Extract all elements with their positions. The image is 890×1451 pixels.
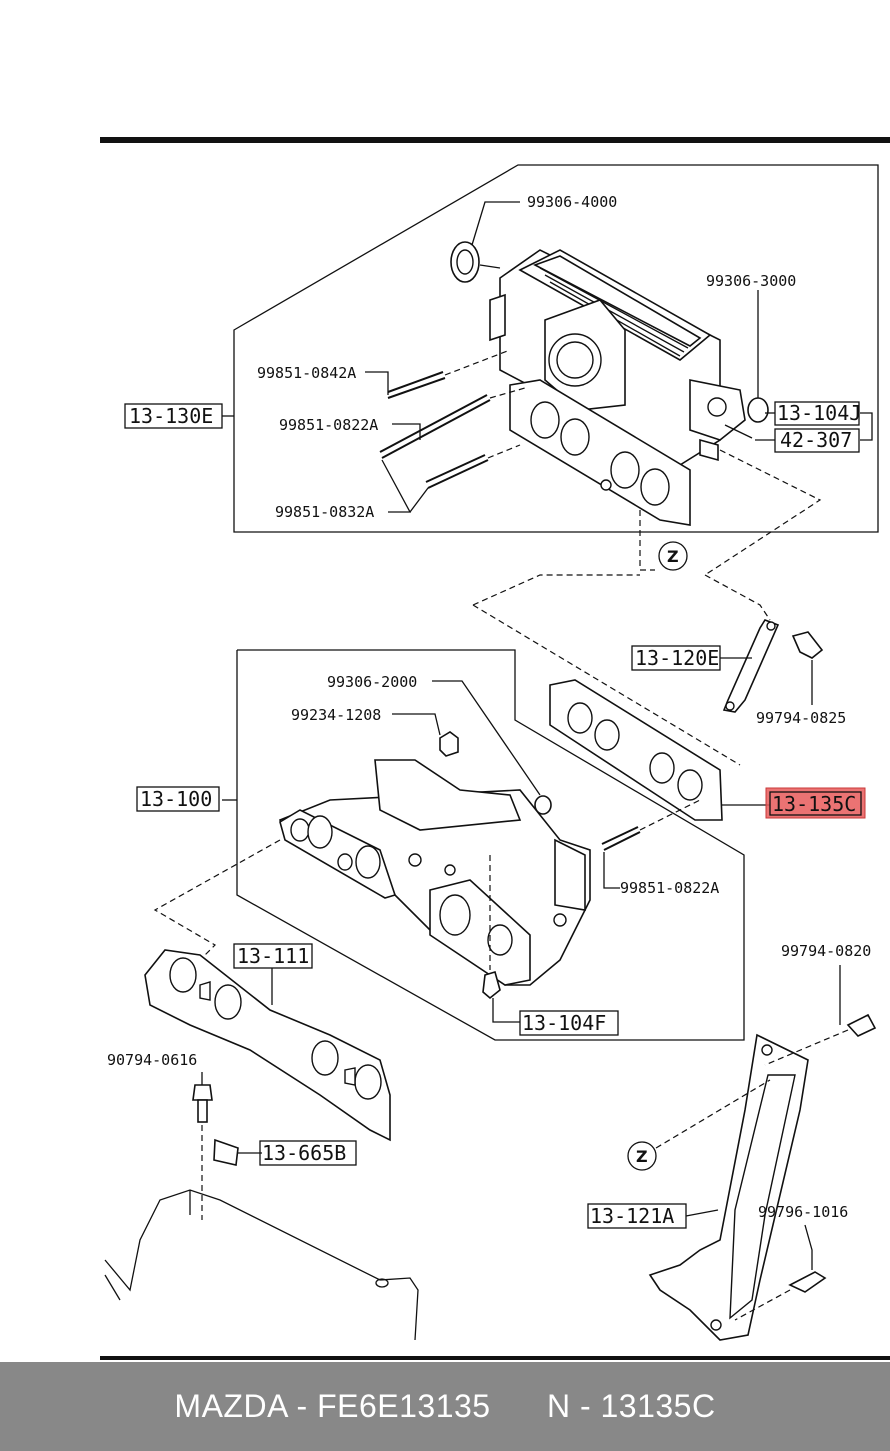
label-13-120E: 13-120E [635,646,719,670]
label-99851-0822A-mid: 99851-0822A [620,879,719,897]
label-90794-0616: 90794-0616 [107,1051,197,1069]
label-99234-1208: 99234-1208 [291,706,381,724]
label-13-121A: 13-121A [590,1204,674,1228]
label-42-307: 42-307 [780,428,852,452]
part-number-labels: 99306-4000 99306-3000 99851-0842A 99851-… [107,193,871,1221]
bolt-90794-0616 [192,1084,213,1101]
label-99306-4000: 99306-4000 [527,193,617,211]
sensor-13-104F [482,970,501,1000]
bracket-13-121A [648,965,877,1341]
label-13-104F: 13-104F [522,1011,606,1035]
intake-plenum-drawing [489,249,746,526]
label-13-665B: 13-665B [262,1141,346,1165]
label-13-130E: 13-130E [129,404,213,428]
z-marker-bottom-label: Z [636,1147,648,1166]
intake-manifold-drawing [279,759,591,986]
stud-0832A [427,459,489,489]
sensor-13-665B-group [192,1072,262,1220]
label-99851-0842A: 99851-0842A [257,364,356,382]
bracket-13-120E [720,619,824,713]
bottom-border [100,1356,890,1360]
bolt-99794-0820 [846,1013,877,1037]
plug-99234-1208 [439,731,459,757]
z-marker-bottom [627,1141,657,1171]
gasket-13-111 [144,949,391,1142]
manifold-frame [236,649,745,1041]
label-99794-0820: 99794-0820 [781,942,871,960]
sensor-13-665B [213,1138,239,1166]
label-13-104J: 13-104J [777,401,861,425]
stud-mid [603,831,641,851]
label-99796-1016: 99796-1016 [758,1203,848,1221]
top-border [100,137,890,143]
label-99794-0825: 99794-0825 [756,709,846,727]
label-99851-0832A: 99851-0832A [275,503,374,521]
footer-bar: MAZDA - FE6E13135 N - 13135C [0,1362,890,1451]
z-marker-top [658,541,688,571]
z-marker-top-label: Z [667,547,679,566]
label-13-135C: 13-135C [772,792,856,816]
label-99851-0822A-top: 99851-0822A [279,416,378,434]
label-99306-2000: 99306-2000 [327,673,417,691]
bolt-99796-1016 [788,1271,827,1293]
ring-99306-2000 [534,795,552,815]
boxed-labels: 13-130E 13-104J 42-307 13-120E 13-100 13… [124,401,866,1229]
label-13-100: 13-100 [140,787,212,811]
stud-0822A [381,399,491,459]
plenum-frame [233,164,879,533]
plenum-group [222,164,879,576]
label-13-111: 13-111 [237,944,309,968]
footer-part-number: MAZDA - FE6E13135 [174,1388,491,1424]
stud-0842A [387,377,446,399]
footer-spacer [491,1388,547,1425]
ring-99306-3000 [747,397,769,423]
label-99306-3000: 99306-3000 [706,272,796,290]
footer-reference: N - 13135C [546,1388,716,1424]
gasket-13-135C [549,679,770,821]
highlight-13-135C [765,787,866,819]
engine-outline [104,1189,419,1341]
manifold-group [153,649,745,1041]
